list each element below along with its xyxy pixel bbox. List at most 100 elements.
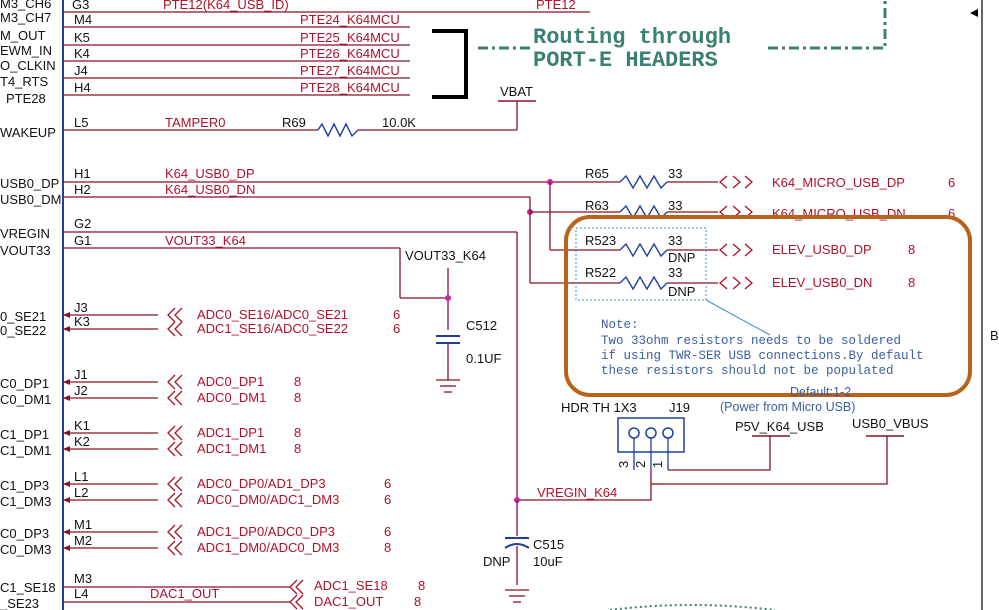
pin-arrow-icon <box>63 326 70 332</box>
note-line: these resistors should not be populated <box>601 364 894 378</box>
pin-arrow-icon <box>63 446 70 452</box>
pin-label: PTE28 <box>6 91 46 106</box>
offpage-connector <box>719 276 753 290</box>
net-tag-vout33: VOUT33_K64 <box>405 248 486 263</box>
pin-label-dac: C1_SE18 <box>0 580 56 595</box>
arrow-icon <box>970 9 978 17</box>
pin-label-usb-dm: USB0_DM <box>0 192 61 207</box>
pin-arrow-icon <box>63 430 70 436</box>
pin-label: O_CLKIN <box>0 58 56 73</box>
header-ref: J19 <box>669 400 690 415</box>
net-label-adc: ADC1_DP0/ADC0_DP3 <box>197 524 335 539</box>
offpage-connector <box>167 476 183 492</box>
offpage-connector <box>167 390 183 406</box>
pin-number-g2: G2 <box>74 216 91 231</box>
capacitor-c512-value: 0.1UF <box>466 351 501 366</box>
capacitor-c515-value: 10uF <box>533 554 563 569</box>
pin-number-adc: J2 <box>74 383 88 398</box>
pin-label-adc: C1_DP1 <box>0 427 49 442</box>
resistor-r65 <box>619 174 668 190</box>
pin-number-2: 2 <box>633 461 648 468</box>
net-label-usb-dp: K64_USB0_DP <box>165 166 255 181</box>
net-label-vregin: VREGIN_K64 <box>537 485 617 500</box>
net-label-micro-dp: K64_MICRO_USB_DP <box>772 175 905 190</box>
pin-number-h1: H1 <box>74 166 91 181</box>
capacitor-c512-ref: C512 <box>466 318 497 333</box>
offpage-connector <box>167 425 183 441</box>
net-label-adc: ADC0_DP0/AD1_DP3 <box>197 476 326 491</box>
pin-arrow-icon <box>63 497 70 503</box>
pin-label-adc: C1_DM3 <box>0 494 51 509</box>
pin-arrow-icon <box>63 312 70 318</box>
offpage-connector <box>167 307 183 323</box>
offpage-connector <box>289 579 304 595</box>
pin-number-3: 3 <box>616 461 631 468</box>
net-tag-usb0-vbus: USB0_VBUS <box>852 416 929 431</box>
offpage-connector <box>167 321 183 337</box>
pin-label-dac: _SE23 <box>0 596 39 610</box>
pin-arrow-icon <box>63 379 70 385</box>
resistor-value: 33 <box>668 265 682 280</box>
net-label: PTE28_K64MCU <box>300 80 400 95</box>
dnp-label: DNP <box>668 250 695 265</box>
page-ref: 6 <box>384 492 391 507</box>
page-ref: 8 <box>294 441 301 456</box>
pin-number-h2: H2 <box>74 182 91 197</box>
net-label-adc: ADC1_DM0/ADC0_DM3 <box>197 540 339 555</box>
net-label-tamper: TAMPER0 <box>165 115 225 130</box>
page-ref: 8 <box>294 374 301 389</box>
pin-label: M3_CH7 <box>0 10 51 25</box>
net-label-adc: ADC1_DM1 <box>197 441 266 456</box>
net-label-top: PTE12(K64_USB_ID) <box>163 0 289 12</box>
pin-number: M4 <box>74 12 92 27</box>
pin-label-vout33: VOUT33 <box>0 243 51 258</box>
pin-number-adc: J3 <box>74 300 88 315</box>
capacitor-c515-ref: C515 <box>533 537 564 552</box>
offpage-connector <box>167 374 183 390</box>
header-type: HDR TH 1X3 <box>561 400 637 415</box>
page-ref: 8 <box>414 594 421 609</box>
net-label-adc: ADC0_DP1 <box>197 374 264 389</box>
routing-note-line1: Routing through <box>533 25 731 50</box>
pin-number: H4 <box>74 80 91 95</box>
pin-label-adc: C1_DP3 <box>0 478 49 493</box>
resistor-r63-ref: R63 <box>585 198 609 213</box>
pin-label-adc: C1_DM1 <box>0 443 51 458</box>
page-ref: 6 <box>384 524 391 539</box>
net-label-usb-dn: K64_USB0_DN <box>165 182 255 197</box>
resistor-r69-value: 10.0K <box>382 115 416 130</box>
page-ref: 6 <box>393 307 400 322</box>
page-ref: 8 <box>294 390 301 405</box>
net-label-adc: ADC0_SE16/ADC0_SE21 <box>197 307 348 322</box>
header-bracket <box>432 29 468 99</box>
note-line: Two 33ohm resistors needs to be soldered <box>601 334 901 348</box>
page-ref: 8 <box>294 425 301 440</box>
pin-number-top: G3 <box>72 0 89 12</box>
resistor-value: 33 <box>668 233 682 248</box>
pin-label-adc: C0_DP3 <box>0 526 49 541</box>
pin-label: T4_RTS <box>0 74 48 89</box>
pin-number: K5 <box>74 30 90 45</box>
pin-label-usb-dp: USB0_DP <box>0 176 59 191</box>
pin-label-vregin: VREGIN <box>0 226 50 241</box>
net-label-adc: ADC1_DP1 <box>197 425 264 440</box>
power-source-note: (Power from Micro USB) <box>720 400 855 414</box>
pin-number-adc: M1 <box>74 517 92 532</box>
pte-signal-group: M3_CH7 M4 PTE24_K64MCU M_OUT K5 PTE25_K6… <box>0 10 410 106</box>
pin-label-wakeup: WAKEUP <box>0 125 56 140</box>
pin-number-adc: L2 <box>74 485 88 500</box>
resistor-r523 <box>619 242 668 258</box>
pin-arrow-icon <box>63 481 70 487</box>
pin-arrow-icon <box>63 545 70 551</box>
default-jumper-note: Default:1-2 <box>790 385 851 399</box>
net-label: PTE26_K64MCU <box>300 46 400 61</box>
capacitor-c515-dnp: DNP <box>483 554 510 569</box>
pin-label-top: M3_CH6 <box>0 0 51 11</box>
page-ref: 6 <box>948 206 955 221</box>
vbat-label: VBAT <box>500 84 533 99</box>
highlight-box <box>564 215 972 397</box>
ground-icon <box>505 589 529 603</box>
pin-arrow-icon <box>63 395 70 401</box>
note-line: if using TWR-SER USB connections.By defa… <box>601 349 924 363</box>
